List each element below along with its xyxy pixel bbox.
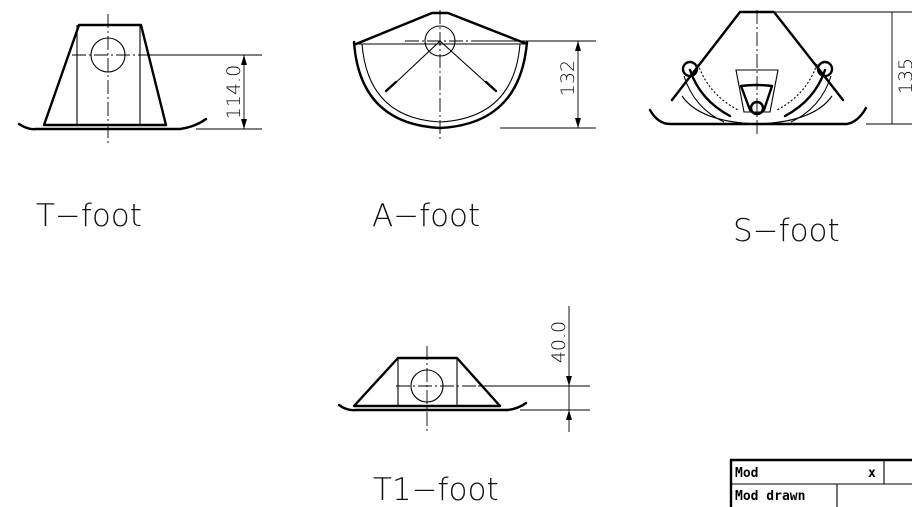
t-foot-view: 114.0: [17, 14, 262, 146]
t-foot-label: T−foot: [36, 198, 142, 234]
a-foot-dimension: 132: [557, 60, 579, 96]
title-block-mod-drawn: Mod drawn: [735, 489, 805, 504]
s-foot-view: 135: [648, 10, 912, 135]
a-foot-view: 132: [352, 10, 596, 140]
a-foot-label: A−foot: [372, 198, 480, 234]
t1-foot-dimension: 40.0: [548, 321, 570, 363]
s-foot-dimension: 135: [895, 58, 912, 94]
title-block: Mod x Mod drawn: [729, 458, 912, 507]
t1-foot-label: T1−foot: [373, 472, 499, 507]
t1-foot-view: 40.0: [337, 306, 590, 432]
title-block-mod-mark: x: [868, 466, 876, 481]
t-foot-dimension: 114.0: [223, 65, 245, 119]
title-block-mod-label: Mod: [735, 466, 758, 481]
s-foot-label: S−foot: [733, 213, 840, 249]
